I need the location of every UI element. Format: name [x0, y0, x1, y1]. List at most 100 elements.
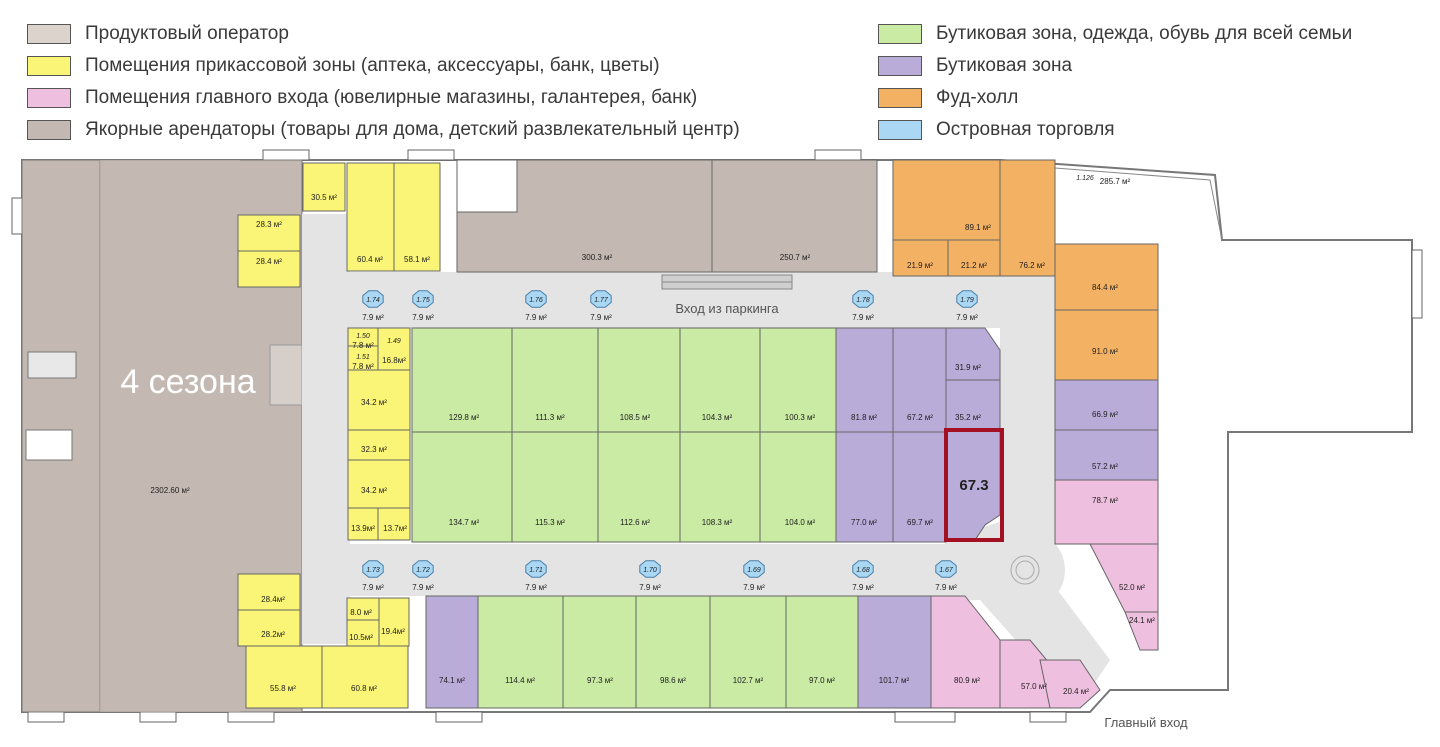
room-label: 32.3 м²: [361, 445, 387, 454]
room-label: 98.6 м²: [660, 676, 686, 685]
kiosk-id-label: 1.74: [366, 297, 380, 304]
legend-main-entrance: Помещения главного входа (ювелирные мага…: [27, 85, 697, 111]
main-entrance-label: Главный вход: [1104, 715, 1188, 730]
kiosk-island[interactable]: 1.797.9 м²: [956, 290, 978, 322]
brand-logo-text: 4 сезона: [120, 363, 255, 401]
room-label: 108.3 м²: [702, 518, 733, 527]
room-label: 28.3 м²: [256, 220, 282, 229]
kiosk-shape[interactable]: [412, 560, 434, 578]
kiosk-id-label: 1.78: [856, 297, 870, 304]
room-label: 13.9м²: [351, 524, 375, 533]
kiosk-shape[interactable]: [362, 560, 384, 578]
kiosk-id-label: 1.67: [939, 567, 954, 574]
legend-swatch: [878, 120, 922, 140]
kiosk-area-label: 7.9 м²: [956, 313, 978, 322]
kiosk-island[interactable]: 1.74 7.9 м²: [362, 290, 384, 322]
room-label: 57.0 м²: [1021, 682, 1047, 691]
parking-entrance-label: Вход из паркинга: [675, 301, 779, 316]
legend-swatch: [27, 56, 71, 76]
kiosk-id-label: 1.71: [529, 567, 543, 574]
kiosk-id-label: 1.50: [356, 333, 370, 340]
room-label: 97.0 м²: [809, 676, 835, 685]
kiosk-shape[interactable]: [525, 560, 547, 578]
kiosk-island[interactable]: 1.70 7.9 м²: [639, 560, 661, 592]
room-label: 66.9 м²: [1092, 410, 1118, 419]
small-kiosk-labels: 1.50 1.51 1.49 1.126: [356, 175, 1094, 361]
kiosk-area-label: 7.9 м²: [525, 583, 547, 592]
room-label: 89.1 м²: [965, 223, 991, 232]
legend-food-hall: Фуд-холл: [878, 85, 1018, 111]
room-label: 112.6 м²: [620, 518, 650, 527]
room-label: 300.3 м²: [582, 253, 613, 262]
kiosk-layer: 1.747.9 м²1.757.9 м²1.767.9 м²1.777.9 м²…: [362, 290, 978, 592]
room-label: 102.7 м²: [733, 676, 764, 685]
legend-label: Продуктовый оператор: [85, 23, 289, 44]
food-hall: [892, 159, 1159, 381]
room-label: 91.0 м²: [1092, 347, 1118, 356]
kiosk-island[interactable]: 1.757.9 м²: [412, 290, 434, 322]
kiosk-id-label: 1.70: [643, 567, 657, 574]
room-label: 7.8 м²: [352, 341, 374, 350]
room-label: 115.3 м²: [535, 518, 565, 527]
kiosk-island[interactable]: 1.71 7.9 м²: [525, 560, 547, 592]
room-label: 101.7 м²: [879, 676, 910, 685]
legend-label: Островная торговля: [936, 119, 1115, 140]
room-label: 13.7м²: [383, 524, 407, 533]
legend-label: Помещения прикассовой зоны (аптека, аксе…: [85, 55, 660, 76]
kiosk-area-label: 7.9 м²: [743, 583, 765, 592]
room-label: 30.5 м²: [311, 193, 337, 202]
room-label: 285.7 м²: [1100, 177, 1131, 186]
kiosk-area-label: 7.9 м²: [639, 583, 661, 592]
kiosk-area-label: 7.9 м²: [362, 313, 384, 322]
kiosk-id-label: 1.51: [356, 354, 370, 361]
legend-swatch: [27, 24, 71, 44]
kiosk-island[interactable]: 1.737.9 м²: [362, 560, 384, 592]
kiosk-shape[interactable]: [935, 560, 957, 578]
kiosk-shape[interactable]: [852, 290, 874, 308]
room-labels: 2302.60 м² 30.5 м² 28.3 м² 28.4 м² 60.4 …: [150, 177, 1155, 696]
boutique-zone: [425, 327, 1159, 709]
room-label: 129.8 м²: [449, 413, 480, 422]
highlighted-unit-outline[interactable]: [944, 428, 1004, 542]
legend-label: Якорные арендаторы (товары для дома, дет…: [85, 119, 740, 140]
anchor-tenants: [456, 159, 878, 273]
kiosk-shape[interactable]: [590, 290, 612, 308]
kiosk-shape[interactable]: [743, 560, 765, 578]
legend-checkout-zone: Помещения прикассовой зоны (аптека, аксе…: [27, 53, 660, 79]
room-label: 10.5м²: [349, 633, 373, 642]
room-label: 84.4 м²: [1092, 283, 1118, 292]
kiosk-id-label: 1.77: [594, 297, 609, 304]
kiosk-island[interactable]: 1.767.9 м²: [525, 290, 547, 322]
room-label: 57.2 м²: [1092, 462, 1118, 471]
room-label: 35.2 м²: [955, 413, 981, 422]
room-label: 19.4м²: [381, 627, 405, 636]
kiosk-shape[interactable]: [525, 290, 547, 308]
kiosk-shape[interactable]: [362, 290, 384, 308]
kiosk-shape[interactable]: [852, 560, 874, 578]
kiosk-shape[interactable]: [956, 290, 978, 308]
legend-label: Помещения главного входа (ювелирные мага…: [85, 87, 698, 108]
highlighted-unit-label[interactable]: 67.3: [959, 477, 988, 494]
room-label: 76.2 м²: [1019, 261, 1045, 270]
kiosk-island[interactable]: 1.777.9 м²: [590, 290, 612, 322]
room-label: 7.8 м²: [352, 362, 374, 371]
kiosk-island[interactable]: 1.787.9 м²: [852, 290, 874, 322]
kiosk-shape[interactable]: [639, 560, 661, 578]
legend-product-operator: Продуктовый оператор: [27, 21, 289, 47]
room-label: 21.2 м²: [961, 261, 987, 270]
kiosk-island[interactable]: 1.677.9 м²: [935, 560, 957, 592]
room-label: 31.9 м²: [955, 363, 981, 372]
room-label: 134.7 м²: [449, 518, 480, 527]
kiosk-shape[interactable]: [412, 290, 434, 308]
room-label: 28.4 м²: [256, 257, 282, 266]
legend-island: Островная торговля: [878, 117, 1115, 143]
kiosk-island[interactable]: 1.697.9 м²: [743, 560, 765, 592]
kiosk-island[interactable]: 1.727.9 м²: [412, 560, 434, 592]
room-label: 8.0 м²: [350, 608, 372, 617]
room-label: 34.2 м²: [361, 398, 387, 407]
kiosk-id-label: 1.76: [529, 297, 543, 304]
legend-swatch: [878, 56, 922, 76]
room-label: 80.9 м²: [954, 676, 980, 685]
kiosk-island[interactable]: 1.687.9 м²: [852, 560, 874, 592]
